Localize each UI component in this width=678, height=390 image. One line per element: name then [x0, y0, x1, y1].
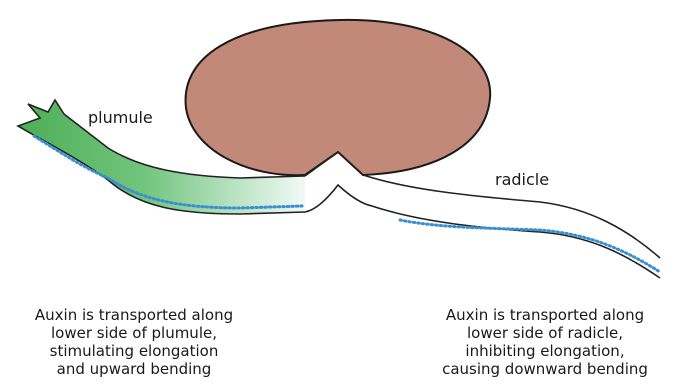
radicle-caption-line: causing downward bending	[415, 360, 675, 378]
radicle-auxin-dots	[400, 220, 660, 272]
plumule-label: plumule	[88, 108, 153, 127]
radicle-caption-line: Auxin is transported along	[415, 306, 675, 324]
radicle-label: radicle	[495, 170, 549, 189]
radicle-caption-line: lower side of radicle,	[415, 324, 675, 342]
plumule-caption: Auxin is transported along lower side of…	[4, 306, 264, 378]
plumule-caption-line: stimulating elongation	[4, 342, 264, 360]
plumule-caption-line: and upward bending	[4, 360, 264, 378]
radicle-root	[363, 175, 660, 278]
plumule-caption-line: Auxin is transported along	[4, 306, 264, 324]
plumule-caption-line: lower side of plumule,	[4, 324, 264, 342]
radicle-caption: Auxin is transported along lower side of…	[415, 306, 675, 378]
radicle-caption-line: inhibiting elongation,	[415, 342, 675, 360]
